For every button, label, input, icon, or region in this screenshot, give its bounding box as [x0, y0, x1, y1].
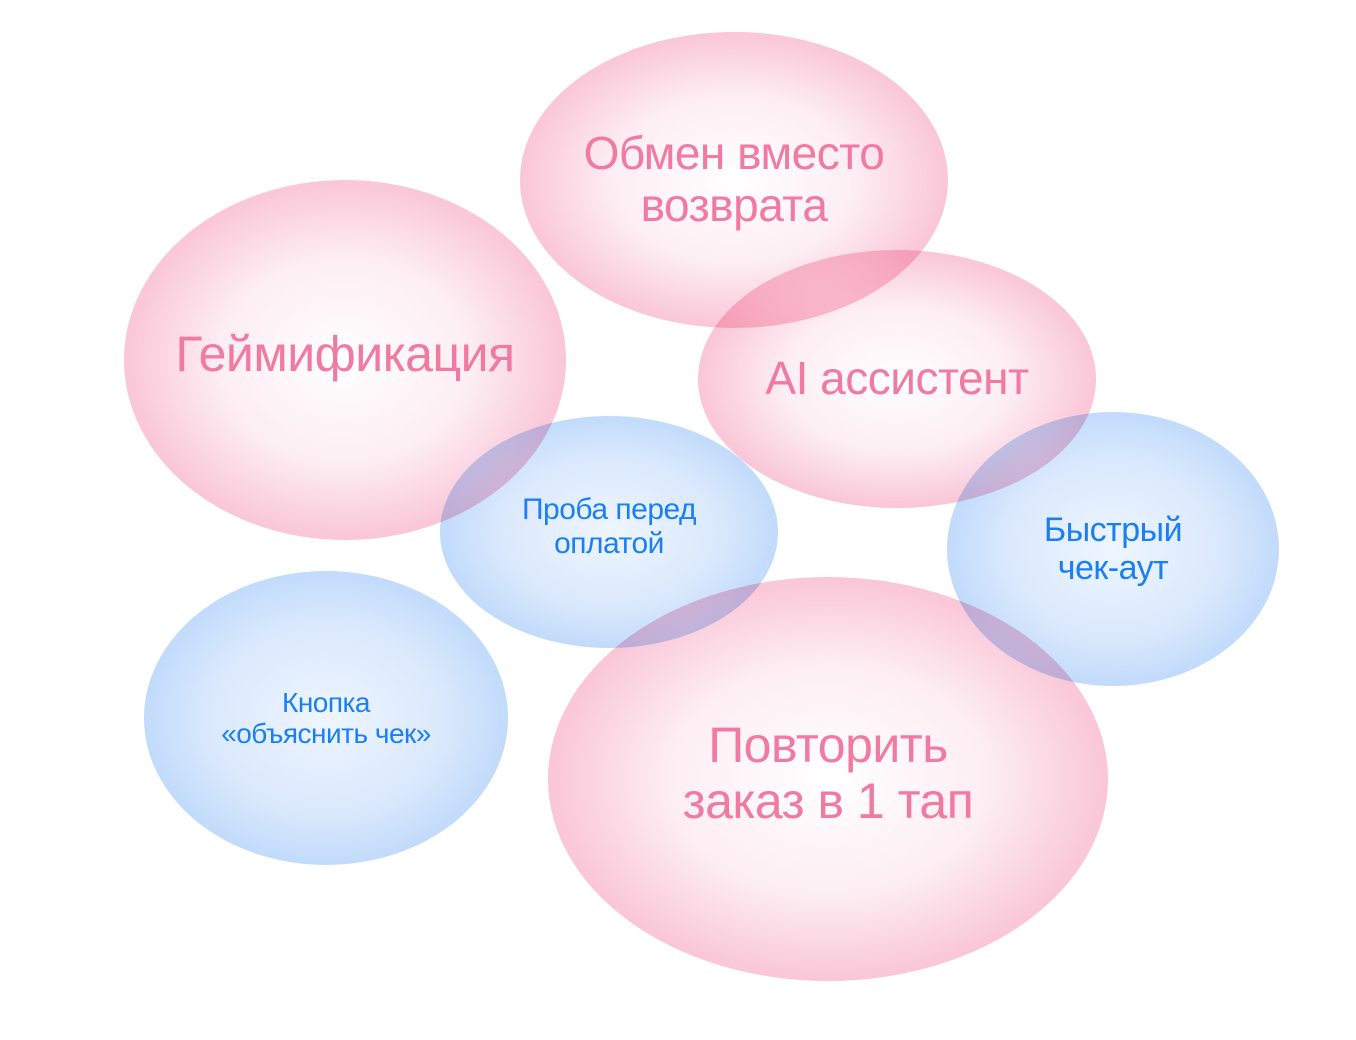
bubble-label: Быстрый чек-аут [1043, 510, 1183, 587]
bubble-label: Кнопка «объяснить чек» [221, 686, 431, 749]
bubble-label: Обмен вместо возврата [583, 127, 885, 231]
bubble-label: Геймификация [175, 326, 515, 382]
bubble-label: Повторить заказ в 1 тап [682, 717, 974, 829]
bubble-try-before-pay: Проба перед оплатой [440, 416, 778, 648]
bubble-label: Проба перед оплатой [521, 493, 697, 560]
bubble-explain-receipt-button: Кнопка «объяснить чек» [144, 571, 508, 865]
bubble-exchange-instead-of-return: Обмен вместо возврата [520, 32, 948, 328]
bubble-label: AI ассистент [765, 352, 1029, 405]
bubble-repeat-order: Повторить заказ в 1 тап [548, 577, 1108, 981]
